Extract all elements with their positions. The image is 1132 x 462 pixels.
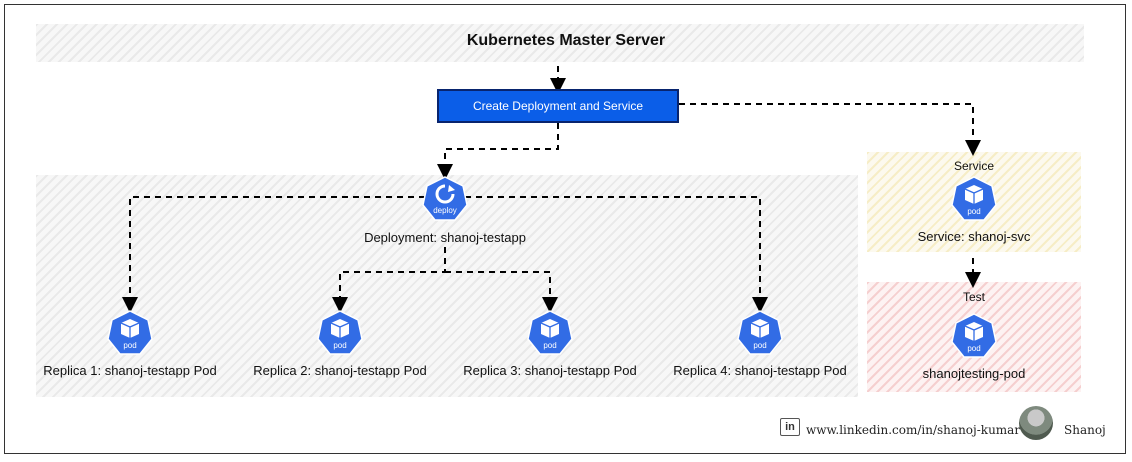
svg-text:pod: pod — [123, 341, 136, 350]
service-label: Service: shanoj-svc — [917, 229, 1031, 244]
pod-icon: pod — [951, 313, 997, 358]
arrow-deployment-to-replica3 — [445, 271, 558, 313]
author-name: Shanoj — [1064, 423, 1106, 437]
pod-icon: pod — [317, 310, 363, 355]
arrow-action-to-service — [679, 103, 981, 156]
replica-2-label: Replica 2: shanoj-testapp Pod — [253, 363, 427, 378]
deploy-icon: deploy — [422, 176, 468, 221]
deployment-label: Deployment: shanoj-testapp — [364, 230, 526, 245]
replica-3-label: Replica 3: shanoj-testapp Pod — [463, 363, 637, 378]
arrow-deployment-to-replica1 — [122, 196, 425, 313]
arrow-deployment-to-replica4 — [465, 196, 768, 313]
avatar — [1019, 406, 1053, 440]
svg-text:deploy: deploy — [433, 206, 457, 215]
pod-icon: pod — [737, 310, 783, 355]
svg-text:pod: pod — [543, 341, 556, 350]
svg-text:pod: pod — [967, 344, 980, 353]
linkedin-icon: in — [780, 418, 800, 436]
arrow-deployment-to-replica2 — [332, 247, 446, 313]
replica-1-label: Replica 1: shanoj-testapp Pod — [43, 363, 217, 378]
svg-text:pod: pod — [753, 341, 766, 350]
replica-4-label: Replica 4: shanoj-testapp Pod — [673, 363, 847, 378]
pod-icon: pod — [107, 310, 153, 355]
master-server-region — [36, 24, 1084, 62]
test-pod-label: shanojtesting-pod — [922, 366, 1026, 381]
svg-text:pod: pod — [967, 207, 980, 216]
pod-icon: pod — [527, 310, 573, 355]
test-group-header: Test — [962, 290, 986, 304]
create-deployment-service-box: Create Deployment and Service — [437, 89, 679, 123]
arrow-action-to-deployment — [437, 123, 559, 180]
service-group-header: Service — [953, 159, 995, 173]
diagram-title: Kubernetes Master Server — [466, 32, 666, 49]
linkedin-url[interactable]: www.linkedin.com/in/shanoj-kumar — [806, 423, 1021, 437]
pod-icon: pod — [951, 176, 997, 221]
svg-text:pod: pod — [333, 341, 346, 350]
